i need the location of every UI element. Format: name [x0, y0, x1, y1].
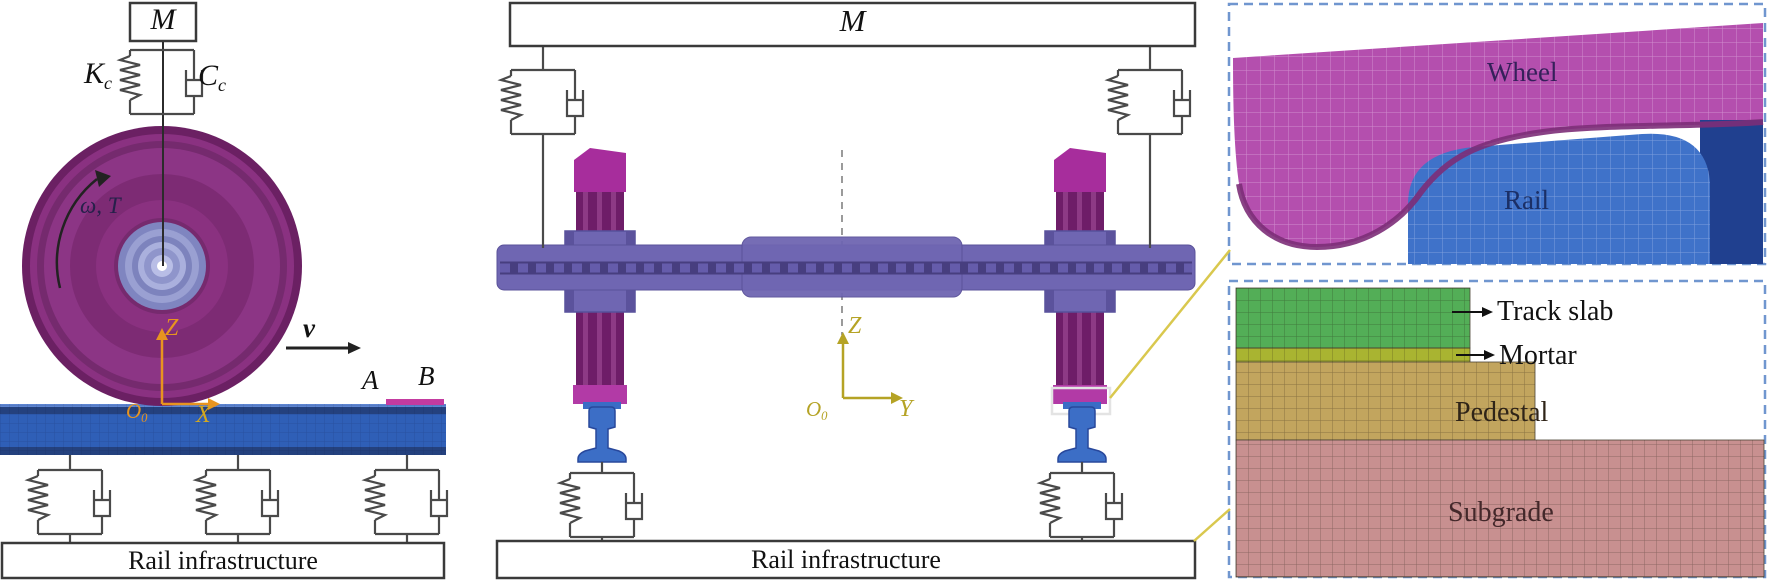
rail-irregularity-strip	[386, 399, 444, 405]
front-view-panel	[495, 1, 1197, 580]
z-axis-label-front: Z	[848, 313, 862, 339]
wheel-mesh-label: Wheel	[1487, 57, 1558, 87]
primary-suspension-icon	[118, 48, 204, 116]
carbody-mass-label-front: M	[839, 3, 866, 38]
mortar-label: Mortar	[1499, 340, 1577, 371]
rail-mesh-label: Rail	[1504, 185, 1549, 215]
left-rail-profile	[577, 406, 627, 463]
rail-mesh-shape	[1408, 133, 1710, 264]
wheelset	[496, 148, 1196, 409]
axle	[496, 236, 1196, 298]
x-axis-label-side: X	[196, 402, 211, 428]
rail-pad-links	[600, 462, 1084, 541]
carbody-mass-box	[128, 1, 198, 43]
rail-cross-sections	[577, 406, 1107, 463]
track-slab-label: Track slab	[1497, 296, 1614, 327]
carbody-mass-box-front	[508, 1, 1197, 48]
rail-infrastructure-label-front: Rail infrastructure	[751, 545, 941, 574]
rail-dark-region	[1700, 120, 1763, 264]
rail-side-view	[0, 404, 446, 455]
rail-support-suspension-icon	[26, 468, 112, 536]
carbody-mass-label: M	[150, 3, 176, 36]
velocity-label: v	[303, 313, 315, 343]
rotation-arrow-icon	[55, 170, 111, 289]
spring-stiffness-label: Kc	[84, 57, 113, 93]
side-view-panel	[0, 1, 449, 580]
rail-infrastructure-label-side: Rail infrastructure	[128, 546, 318, 575]
wheel-mesh-shape	[1233, 23, 1763, 247]
wheel-edge-shadow	[1236, 119, 1764, 251]
inset-leader-lines	[1109, 249, 1231, 542]
rotation-label: ω, T	[80, 193, 121, 218]
subgrade-label: Subgrade	[1448, 497, 1554, 528]
pedestal-label: Pedestal	[1455, 397, 1549, 428]
secondary-suspension-links	[541, 46, 1152, 248]
axes-oxz	[156, 328, 220, 410]
contact-inset-panel	[1227, 2, 1767, 266]
origin-label-front: O0	[806, 397, 828, 424]
rail-infrastructure-box-front	[495, 539, 1197, 580]
rail-infrastructure-box	[0, 541, 446, 580]
origin-label-side: O0	[126, 399, 148, 426]
track-inset-panel	[1227, 279, 1767, 579]
rail-support-suspension-icon	[194, 468, 280, 536]
point-b-label: B	[418, 361, 435, 391]
velocity-arrow-icon	[286, 342, 361, 354]
layer-label-arrows	[1452, 307, 1495, 360]
left-suspension-icon	[499, 68, 585, 136]
damping-label: Cc	[198, 59, 227, 95]
right-suspension-icon	[1106, 68, 1192, 136]
right-rail-profile	[1057, 406, 1107, 463]
rail-support-suspension-icon	[363, 468, 449, 536]
y-axis-label-front: Y	[899, 396, 913, 422]
axes-oyz	[837, 332, 903, 404]
rail-support-suspensions	[68, 455, 409, 543]
track-layers-mesh	[1236, 288, 1764, 577]
left-rail-pad-icon	[558, 471, 644, 539]
z-axis-label-side: Z	[165, 315, 179, 341]
wheel-hub	[118, 222, 206, 310]
point-a-label: A	[362, 365, 379, 395]
right-rail-pad-icon	[1038, 471, 1124, 539]
